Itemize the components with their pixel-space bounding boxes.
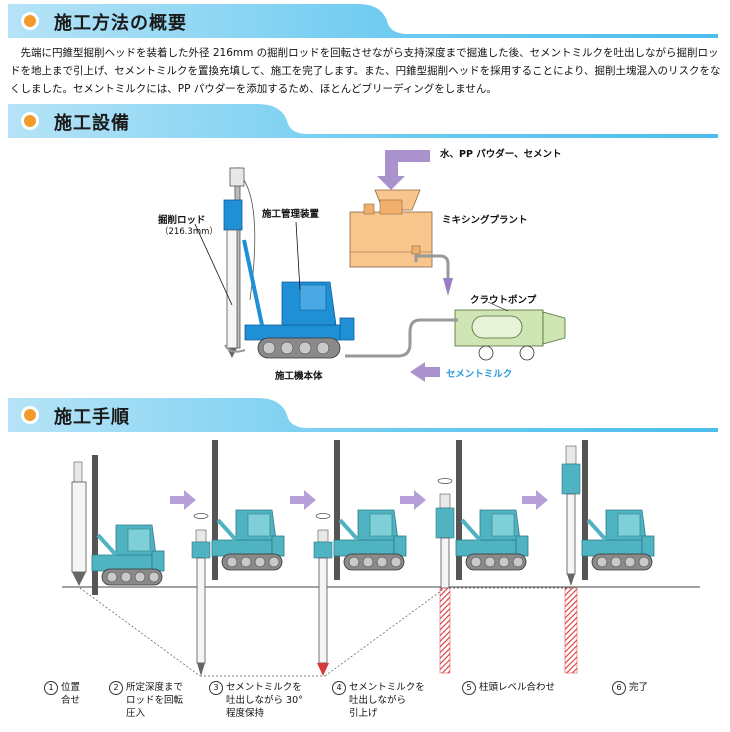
machine-label: 施工機本体	[275, 371, 323, 382]
step-3-figure	[313, 438, 408, 676]
step-1-number: 1	[44, 681, 58, 695]
step-6-text: 完了	[629, 682, 649, 693]
intro-text: 先端に円錐型掘削ヘッドを装着した外径 216mm の掘削ロッドを回転させながら支…	[10, 47, 721, 95]
arrow-4	[522, 490, 548, 510]
step-5-text: 柱頭レベル合わせ	[479, 682, 556, 693]
rod-size-label: （216.3mm）	[160, 227, 218, 237]
step-6-number: 6	[612, 681, 626, 695]
depth-guide-lines	[79, 587, 570, 677]
overview-header: 施工方法の概要	[8, 4, 718, 38]
milk-label: セメントミルク	[446, 369, 513, 380]
arrow-1	[170, 490, 196, 510]
drilling-machine	[223, 167, 355, 359]
rod-label: 掘削ロッド	[158, 215, 206, 226]
header-band	[8, 104, 718, 138]
equipment-title: 施工設備	[54, 113, 130, 134]
pump-label: クラウトポンプ	[470, 295, 537, 306]
header-band	[8, 4, 718, 38]
plant-label: ミキシングプラント	[442, 215, 528, 226]
materials-label: 水、PP パウダー、セメント	[440, 149, 562, 160]
grout-pump	[454, 309, 566, 361]
step-4-number: 4	[332, 681, 346, 695]
step-3-text: セメントミルクを 吐出しながら 30° 程度保持	[226, 682, 303, 719]
step-1-figure	[71, 453, 166, 597]
step-4-text: セメントミルクを 吐出しながら 引上げ	[349, 682, 425, 719]
step-2-number: 2	[109, 681, 123, 695]
milk-arrow	[410, 362, 440, 382]
mixing-plant	[349, 189, 433, 268]
procedure-header: 施工手順	[8, 398, 718, 432]
step-3-number: 3	[209, 681, 223, 695]
step-2-text: 所定深度まで ロッドを回転 圧入	[126, 682, 184, 719]
materials-arrow	[377, 150, 430, 190]
arrow-3	[400, 490, 426, 510]
management-label: 施工管理装置	[262, 209, 320, 220]
equipment-header: 施工設備	[8, 104, 718, 138]
header-band	[8, 398, 718, 432]
overview-title: 施工方法の概要	[54, 13, 187, 34]
step-6-figure	[561, 438, 656, 674]
arrow-2	[290, 490, 316, 510]
step-5-number: 5	[462, 681, 476, 695]
step-4-figure	[435, 438, 530, 674]
procedure-title: 施工手順	[54, 407, 130, 428]
step-1-text: 位置 合せ	[61, 682, 81, 706]
drilling-rod	[226, 229, 238, 349]
step-2-figure	[191, 438, 286, 676]
